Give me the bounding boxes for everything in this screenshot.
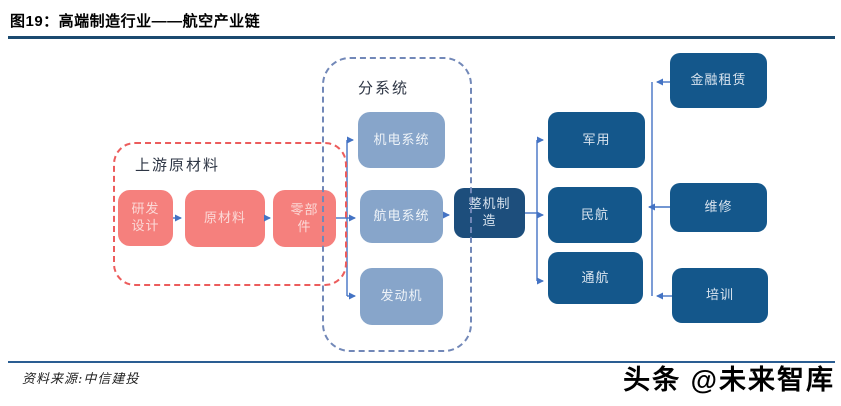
node-general-aviation: 通航 bbox=[548, 252, 643, 304]
node-rd-design: 研发 设计 bbox=[118, 190, 173, 246]
watermark-toutiao: 头条 @未来智库 bbox=[623, 365, 835, 395]
node-label: 通航 bbox=[581, 270, 610, 286]
node-engine: 发动机 bbox=[360, 268, 443, 325]
node-label: 培训 bbox=[705, 288, 734, 303]
node-financial-leasing: 金融租赁 bbox=[670, 53, 767, 108]
footer-rule bbox=[8, 361, 835, 363]
node-complete-aircraft-manufacturing: 整机制 造 bbox=[454, 188, 525, 238]
node-label: 发动机 bbox=[380, 289, 423, 304]
node-raw-material: 原材料 bbox=[185, 190, 265, 247]
node-label: 原材料 bbox=[203, 211, 246, 226]
upstream-group-label: 上游原材料 bbox=[135, 156, 221, 174]
node-training: 培训 bbox=[672, 268, 768, 323]
node-label: 整机制 bbox=[468, 197, 511, 212]
node-label: 设计 bbox=[131, 219, 160, 234]
node-label: 民航 bbox=[580, 207, 609, 223]
node-label: 研发 bbox=[131, 202, 160, 217]
node-label: 零部 bbox=[290, 202, 319, 218]
node-civil-aviation: 民航 bbox=[548, 187, 642, 243]
node-label: 维修 bbox=[704, 200, 733, 215]
figure-title: 图19：高端制造行业——航空产业链 bbox=[10, 13, 261, 30]
title-rule bbox=[8, 36, 835, 39]
node-label: 件 bbox=[297, 219, 312, 235]
node-label: 机电系统 bbox=[373, 132, 430, 148]
node-maintenance: 维修 bbox=[670, 183, 767, 232]
subsystem-group-label: 分系统 bbox=[358, 79, 410, 97]
node-label: 军用 bbox=[582, 132, 611, 148]
node-parts: 零部 件 bbox=[273, 190, 336, 247]
node-label: 金融租赁 bbox=[690, 73, 747, 88]
source-note: 资料来源:中信建投 bbox=[22, 372, 140, 387]
node-military: 军用 bbox=[548, 112, 645, 168]
node-mech-system: 机电系统 bbox=[358, 112, 445, 168]
node-label: 造 bbox=[482, 214, 497, 229]
node-label: 航电系统 bbox=[373, 209, 430, 224]
node-avionics-system: 航电系统 bbox=[360, 190, 443, 243]
